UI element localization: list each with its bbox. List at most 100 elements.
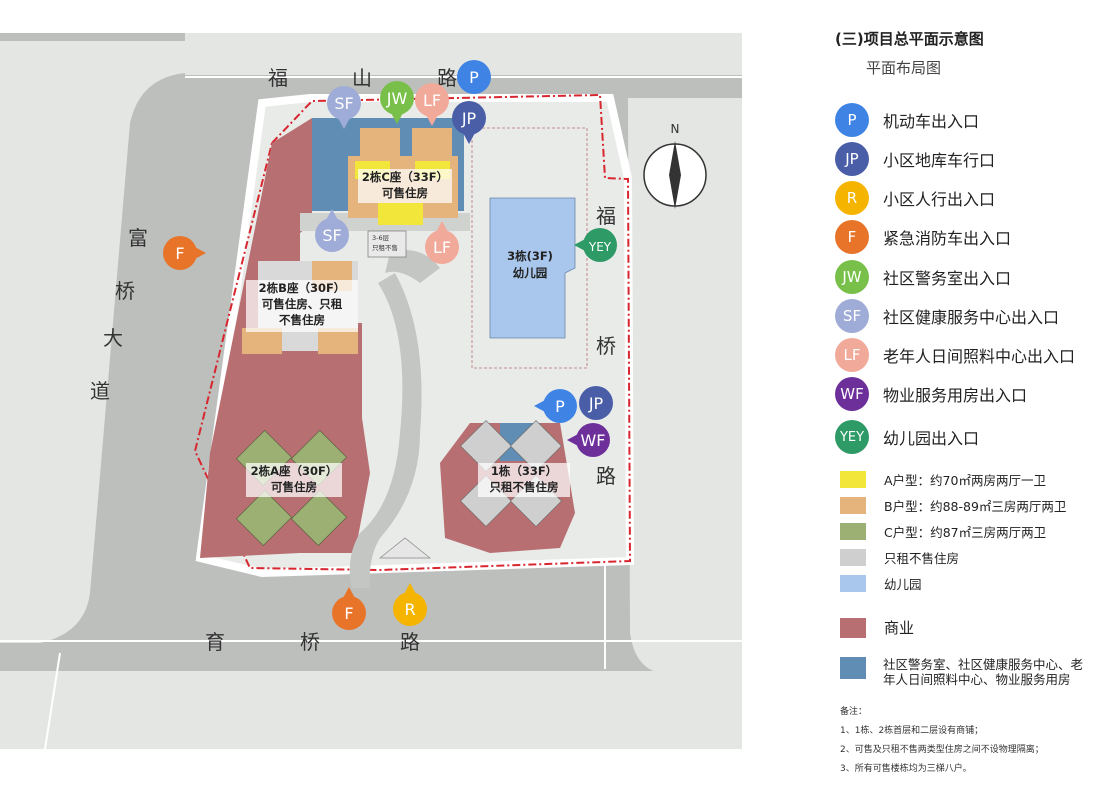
road-label-east: 桥 (596, 334, 616, 358)
label-2c: 可售住房 (382, 186, 428, 200)
label-2b: 不售住房 (279, 313, 325, 327)
road-line (44, 652, 61, 749)
road-label-west: 富 (128, 226, 148, 250)
legend-unit-item: C户型：约87㎡三房两厅两卫 (840, 522, 1046, 541)
legend-badge-jp-icon: JP (835, 142, 869, 176)
legend-unit-item: B户型：约88-89㎡三房两厅两卫 (840, 496, 1066, 515)
marker-label: JP (461, 109, 477, 128)
note-item: 1、1栋、2栋首层和二层设有商铺； (840, 726, 984, 736)
south-gate (379, 537, 431, 559)
marker-label: YEY (588, 240, 612, 254)
marker-wf-east-icon: WF (567, 423, 610, 457)
marker-label: F (344, 604, 353, 623)
internal-path (385, 250, 440, 283)
legend-badge-jw-icon: JW (835, 260, 869, 294)
marker-f-south-icon: F (332, 587, 366, 630)
legend-badge-p-icon: P (835, 103, 869, 137)
legend-item-p: P 机动车出入口 (835, 103, 979, 137)
unit-swatch (840, 523, 866, 540)
commercial-label: 商业 (884, 619, 915, 637)
legend-label: 紧急消防车出入口 (883, 229, 1012, 248)
road-label-north: 路 (437, 66, 457, 90)
marker-label: LF (433, 238, 451, 257)
marker-lf-top-icon: LF (415, 83, 449, 126)
road-label-south: 路 (400, 630, 420, 654)
west-block (0, 41, 185, 643)
unit-label: 只租不售住房 (884, 551, 960, 566)
label-2b: 可售住房、只租 (262, 297, 343, 311)
marker-lf-mid-icon: LF (425, 221, 459, 264)
label-b3: 幼儿园 (513, 266, 548, 280)
legend-label: 老年人日间照料中心出入口 (883, 347, 1076, 366)
road-label-north: 山 (352, 66, 372, 90)
note-item: 2、可售及只租不售两类型住房之间不设物理隔离； (840, 745, 1044, 755)
road-label-west: 道 (90, 379, 110, 403)
legend-label: 小区地库车行口 (883, 151, 996, 170)
marker-jp-east-icon: JP (579, 386, 613, 420)
road-label-east: 路 (596, 464, 616, 488)
legend-item-f: F 紧急消防车出入口 (835, 220, 1011, 254)
building-small[interactable] (367, 230, 407, 258)
marker-jw-top-icon: JW (380, 81, 414, 124)
legend-label: 机动车出入口 (883, 112, 980, 131)
community-label: 社区警务室、社区健康服务中心、老年人日间照料中心、物业服务用房 (883, 657, 1084, 687)
road-label-north: 福 (268, 66, 288, 90)
unit-label: C户型：约87㎡三房两厅两卫 (884, 525, 1047, 540)
legend-item-jp: JP 小区地库车行口 (835, 142, 995, 176)
legend-label: 社区健康服务中心出入口 (883, 308, 1060, 327)
marker-label: P (555, 397, 565, 416)
marker-r-south-icon: R (393, 583, 427, 626)
marker-label: JW (386, 89, 408, 108)
label-small-building: 只租不售 (372, 243, 398, 252)
marker-jp-top-icon: JP (452, 101, 486, 144)
legend-label: 社区警务室出入口 (883, 269, 1012, 288)
legend-label: 物业服务用房出入口 (883, 386, 1028, 405)
legend-badge-f-icon: F (835, 220, 869, 254)
east-block (628, 98, 742, 673)
marker-sf-mid-icon: SF (315, 209, 349, 252)
road-label-east: 福 (596, 204, 616, 228)
road-label-south: 桥 (300, 630, 320, 654)
legend-unit-item: 只租不售住房 (840, 548, 959, 567)
legend-unit-item: 幼儿园 (840, 574, 922, 593)
unit-label: 幼儿园 (884, 577, 922, 592)
label-b1: 只租不售住房 (490, 480, 559, 494)
marker-label: JP (588, 394, 604, 413)
legend-label: 小区人行出入口 (883, 190, 996, 209)
label-b3: 3栋(3F) (507, 249, 553, 263)
building-3-kindergarten[interactable] (489, 197, 576, 339)
label-2a: 2栋A座（30F） (251, 464, 338, 478)
legend-item-jw: JW 社区警务室出入口 (835, 260, 1011, 294)
note-item: 3、所有可售楼栋均为三梯八户。 (840, 764, 972, 774)
marker-label: P (469, 68, 479, 87)
marker-p-top-icon: P (457, 60, 491, 94)
panel-subtitle: 平面布局图 (866, 59, 942, 77)
community-swatch (840, 657, 866, 679)
marker-label: R (404, 600, 415, 619)
marker-label: SF (334, 94, 353, 113)
legend-label: 幼儿园出入口 (883, 429, 980, 448)
label-b1: 1栋（33F） (491, 464, 557, 478)
road-label-west: 桥 (115, 279, 135, 303)
internal-path (349, 273, 422, 588)
legend-badge-wf-icon: WF (835, 377, 869, 411)
marker-p-east-icon: P (534, 389, 577, 423)
marker-yey-east-icon: YEY (574, 228, 617, 262)
legend-badge-lf-icon: LF (835, 338, 869, 372)
unit-label: B户型：约88-89㎡三房两厅两卫 (884, 499, 1067, 514)
road-label-south: 育 (205, 630, 225, 654)
label-2a: 可售住房 (271, 480, 317, 494)
marker-label: SF (322, 226, 341, 245)
legend-badge-sf-icon: SF (835, 299, 869, 333)
panel-title: (三)项目总平面示意图 (835, 30, 984, 48)
marker-label: WF (580, 431, 605, 450)
legend-item-wf: WF 物业服务用房出入口 (835, 377, 1027, 411)
legend-badge-r-icon: R (835, 181, 869, 215)
unit-swatch (840, 497, 866, 514)
marker-label: LF (423, 91, 441, 110)
legend-unit-item: A户型：约70㎡两房两厅一卫 (840, 470, 1046, 489)
compass-north-label: N (671, 122, 680, 136)
marker-sf-top-icon: SF (327, 86, 361, 129)
marker-f-west-icon: F (163, 236, 206, 270)
